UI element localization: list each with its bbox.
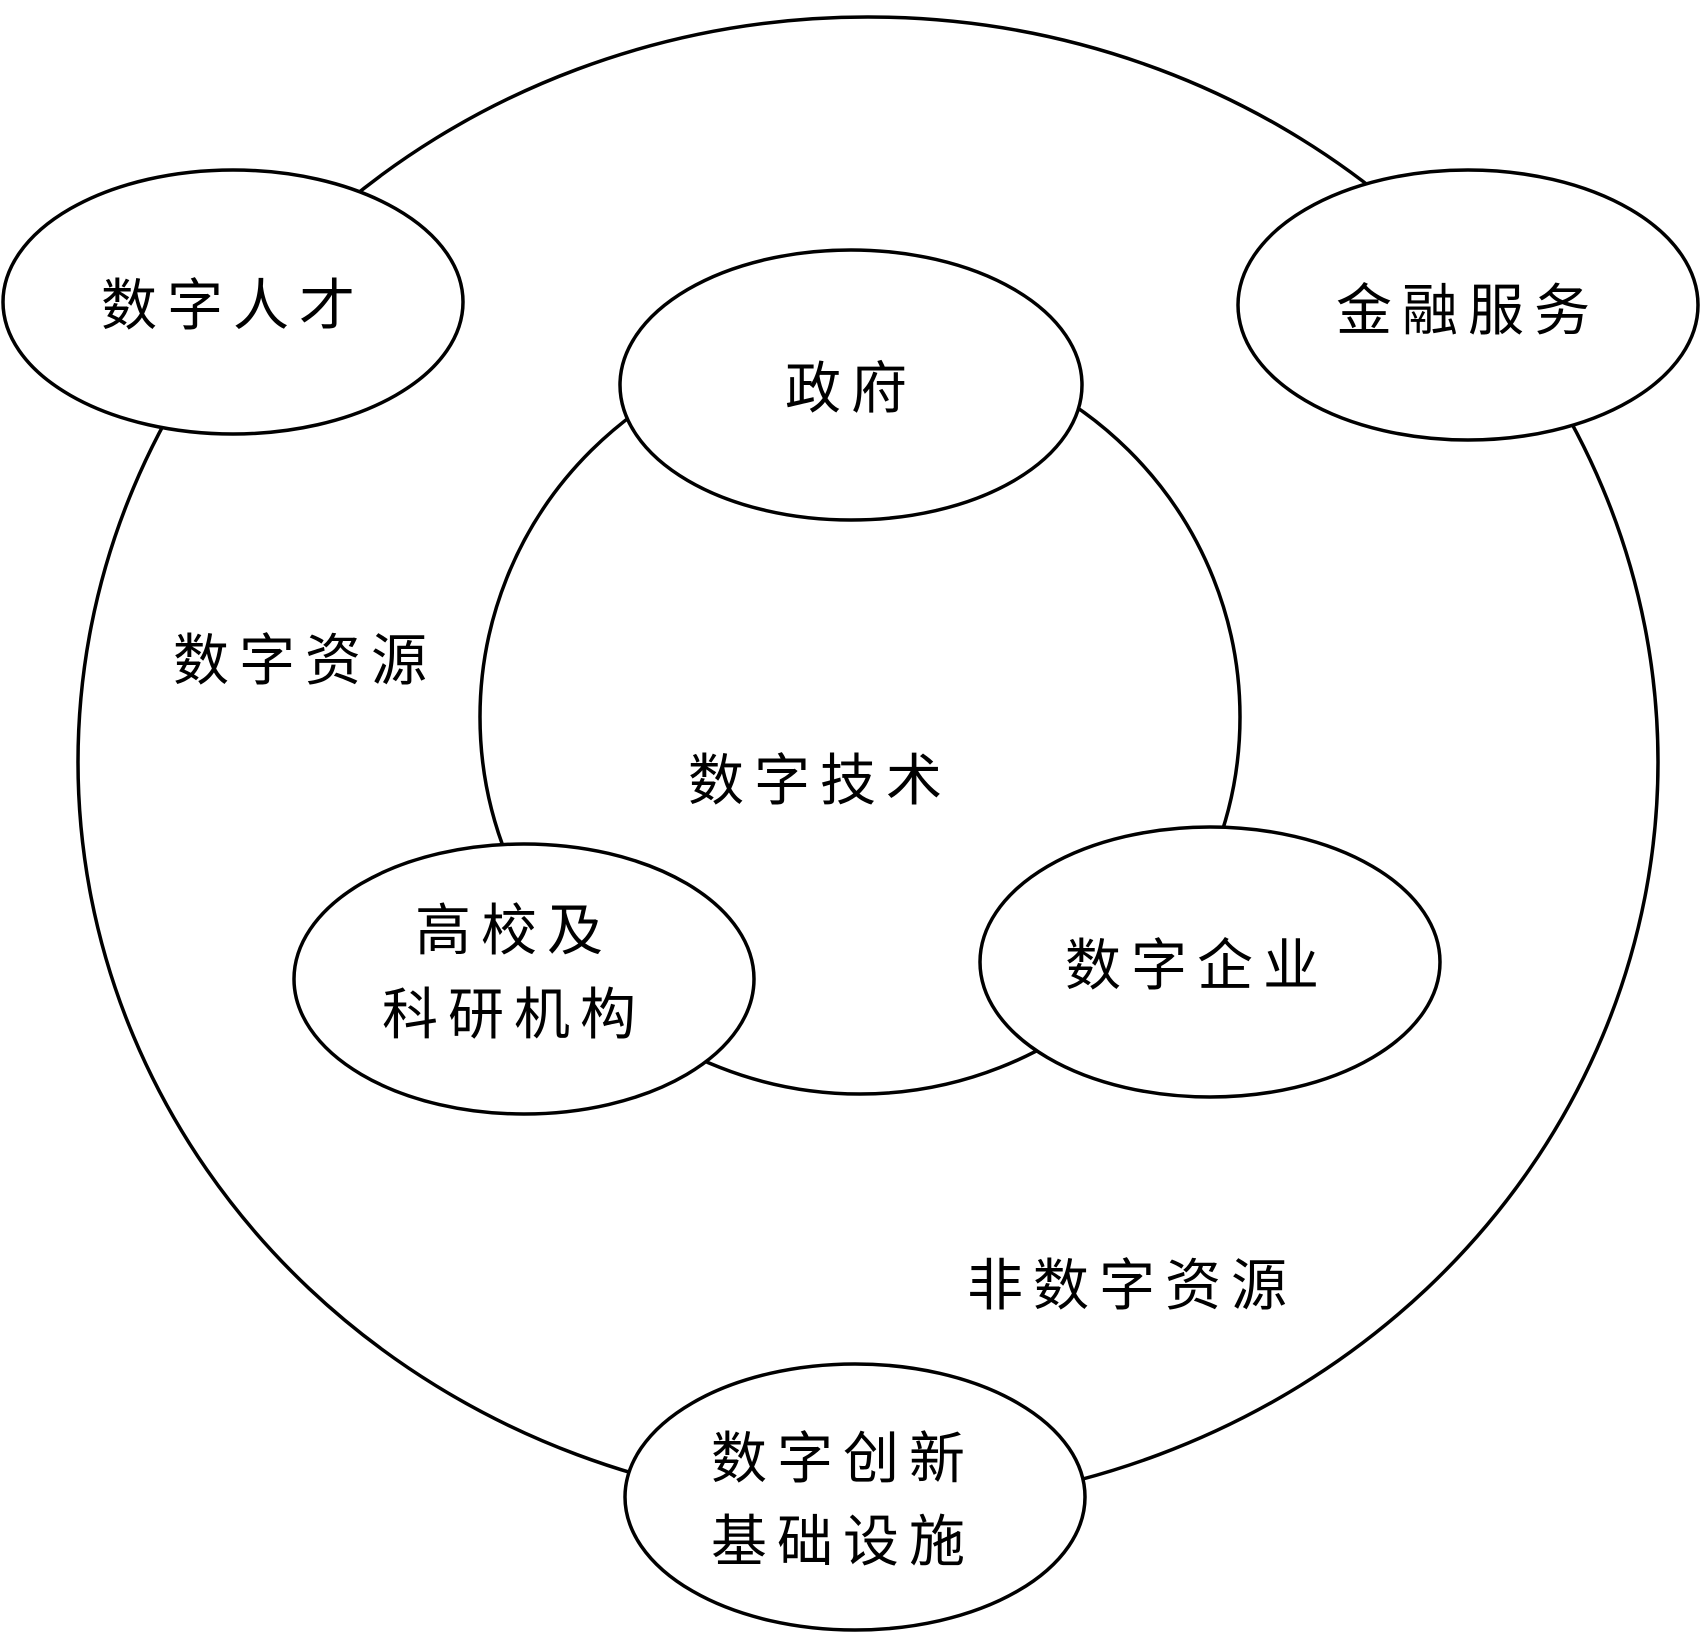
node-digital-talent: 数字人才 — [1, 168, 465, 436]
node-universities-label-line2: 科研机构 — [382, 983, 646, 1048]
node-financial-services-label: 金融服务 — [1336, 279, 1600, 344]
node-financial-services-shape — [1236, 168, 1700, 442]
digital-resources-label: 数字资源 — [173, 629, 437, 694]
node-infrastructure-shape — [623, 1362, 1087, 1632]
node-digital-enterprises: 数字企业 — [978, 825, 1442, 1099]
node-universities-shape — [292, 842, 756, 1116]
digital-technology-label: 数字技术 — [688, 749, 952, 814]
node-infrastructure-label-line1: 数字创新 — [711, 1427, 975, 1492]
node-digital-enterprises-label: 数字企业 — [1065, 934, 1329, 999]
node-financial-services: 金融服务 — [1236, 168, 1700, 442]
node-universities-label-line1: 高校及 — [415, 899, 613, 964]
node-government: 政府 — [618, 248, 1084, 522]
node-digital-enterprises-shape — [978, 825, 1442, 1099]
node-government-shape — [618, 248, 1084, 522]
node-infrastructure: 数字创新 基础设施 — [623, 1362, 1087, 1632]
node-digital-talent-label: 数字人才 — [101, 274, 365, 339]
node-digital-talent-shape — [1, 168, 465, 436]
node-infrastructure-label-line2: 基础设施 — [711, 1510, 975, 1575]
node-universities: 高校及 科研机构 — [292, 842, 756, 1116]
non-digital-resources-label: 非数字资源 — [967, 1254, 1297, 1319]
node-government-label: 政府 — [785, 357, 917, 422]
